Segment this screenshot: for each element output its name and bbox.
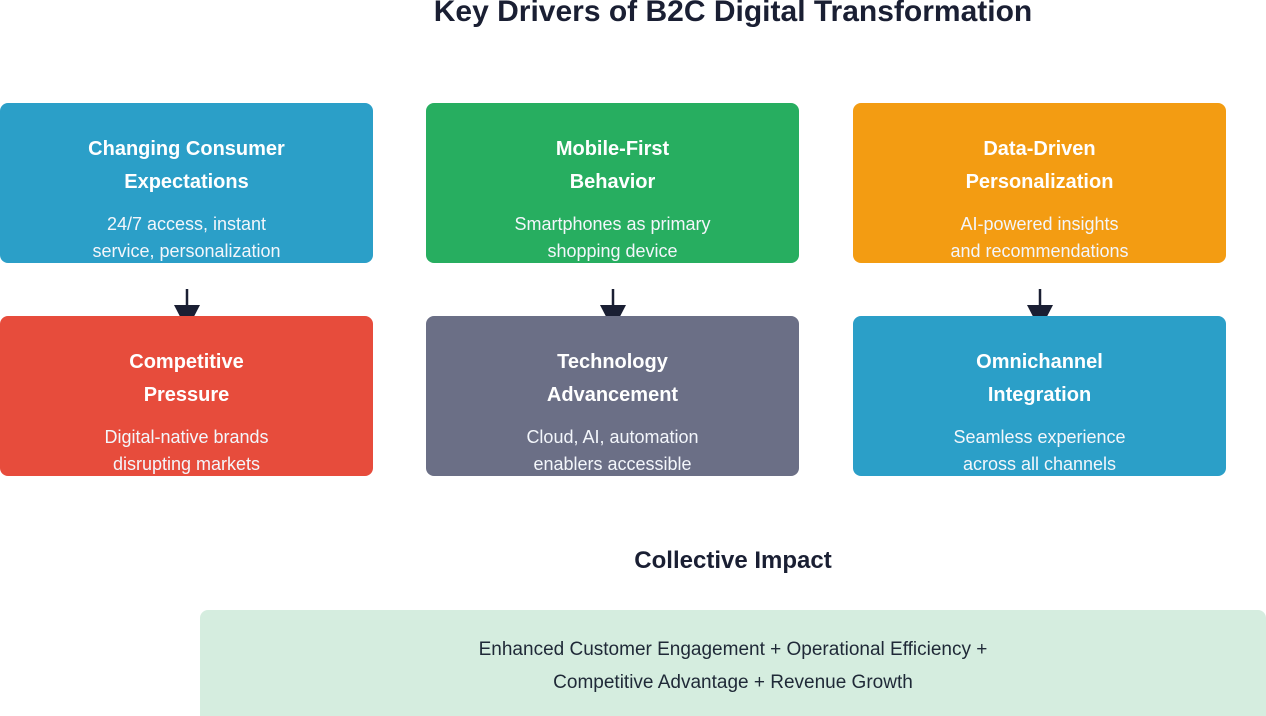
diagram-title: Key Drivers of B2C Digital Transformatio…	[433, 0, 1033, 28]
collective-impact-box: Enhanced Customer Engagement + Operation…	[200, 610, 1266, 716]
driver-description: 24/7 access, instant service, personaliz…	[92, 214, 281, 261]
driver-title: Mobile-First Behavior	[555, 138, 670, 193]
driver-card-competitive-pressure: Competitive Pressure Digital-native bran…	[0, 316, 373, 476]
driver-description: Seamless experience across all channels	[953, 427, 1126, 474]
collective-impact-heading: Collective Impact	[634, 547, 832, 574]
driver-description: Digital-native brands disrupting markets	[104, 427, 269, 474]
driver-description: Smartphones as primary shopping device	[514, 214, 711, 261]
driver-description: AI-powered insights and recommendations	[950, 214, 1129, 261]
collective-impact-text: Enhanced Customer Engagement + Operation…	[478, 639, 988, 693]
driver-title: Data-Driven Personalization	[965, 138, 1114, 193]
driver-card-data-driven-personalization: Data-Driven Personalization AI-powered i…	[853, 103, 1226, 263]
driver-card-mobile-first-behavior: Mobile-First Behavior Smartphones as pri…	[426, 103, 799, 263]
driver-title: Competitive Pressure	[129, 351, 244, 406]
driver-card-technology-advancement: Technology Advancement Cloud, AI, automa…	[426, 316, 799, 476]
driver-title: Technology Advancement	[546, 351, 679, 406]
driver-title: Omnichannel Integration	[976, 351, 1103, 406]
driver-description: Cloud, AI, automation enablers accessibl…	[526, 427, 699, 474]
driver-card-changing-consumer-expectations: Changing Consumer Expectations 24/7 acce…	[0, 103, 373, 263]
driver-title: Changing Consumer Expectations	[88, 138, 285, 193]
driver-card-omnichannel-integration: Omnichannel Integration Seamless experie…	[853, 316, 1226, 476]
